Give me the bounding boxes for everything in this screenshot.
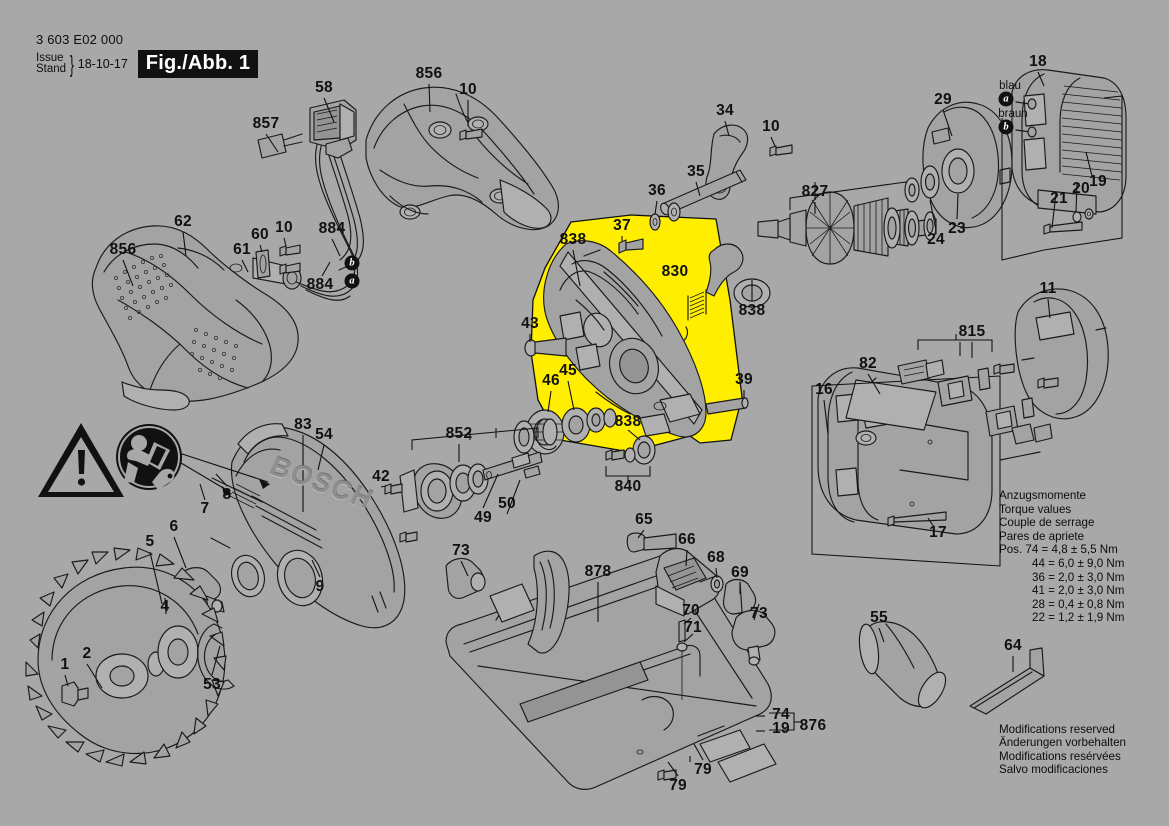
callout-73: 73 [750, 605, 768, 622]
callout-4: 4 [160, 598, 170, 615]
badge-b: b [998, 119, 1014, 135]
torque-row: 36 = 2,0 ± 3,0 Nm [1032, 570, 1125, 584]
torque-row: Pos. 74 = 4,8 ± 5,5 Nm [999, 543, 1118, 557]
callout-9: 9 [315, 578, 325, 595]
figure-label: Fig./Abb. 1 [137, 50, 259, 78]
callout-42: 42 [372, 468, 390, 485]
notice-de: Änderungen vorbehalten [999, 736, 1126, 750]
notice-es: Salvo modificaciones [999, 763, 1108, 777]
callout-838: 838 [614, 413, 642, 430]
issue-label: Issue [36, 51, 64, 64]
badge-b: b [344, 255, 360, 271]
callout-60: 60 [251, 226, 269, 243]
callout-7: 7 [200, 500, 210, 517]
callout-71: 71 [684, 619, 702, 636]
callout-34: 34 [716, 102, 734, 119]
callout-39: 39 [735, 371, 753, 388]
callout-45: 45 [559, 362, 577, 379]
callout-6: 6 [169, 518, 179, 535]
callout-19: 19 [1089, 173, 1107, 190]
callout-70: 70 [682, 602, 700, 619]
callout-8: 8 [222, 486, 232, 503]
callout-840: 840 [614, 478, 642, 495]
callout-53: 53 [203, 676, 221, 693]
callout-838: 838 [559, 231, 587, 248]
callout-74: 74 [772, 706, 790, 723]
callout-838: 838 [738, 302, 766, 319]
torque-row: 28 = 0,4 ± 0,8 Nm [1032, 597, 1125, 611]
callout-23: 23 [948, 220, 966, 237]
callout-17: 17 [929, 524, 947, 541]
torque-title-en: Torque values [999, 502, 1072, 516]
callout-852: 852 [445, 425, 473, 442]
callout-10: 10 [762, 118, 780, 135]
callout-65: 65 [635, 511, 653, 528]
callout-21: 21 [1050, 190, 1068, 207]
callout-54: 54 [315, 426, 333, 443]
callout-876: 876 [799, 717, 827, 734]
wire-label-brown: braun [998, 108, 1028, 120]
callout-10: 10 [459, 81, 477, 98]
badge-a: a [998, 91, 1014, 107]
callout-46: 46 [542, 372, 560, 389]
callout-73: 73 [452, 542, 470, 559]
callout-2: 2 [82, 645, 92, 662]
callout-16: 16 [815, 381, 833, 398]
torque-row: 41 = 2,0 ± 3,0 Nm [1032, 584, 1125, 598]
torque-title-fr: Couple de serrage [999, 516, 1095, 530]
callout-68: 68 [707, 549, 725, 566]
callout-884: 884 [318, 220, 346, 237]
issue-date: 18-10-17 [77, 57, 128, 71]
notice-en: Modifications reserved [999, 723, 1115, 736]
callout-43: 43 [521, 315, 539, 332]
part-number: 3 603 E02 000 [36, 32, 124, 47]
callout-69: 69 [731, 564, 749, 581]
callout-79: 79 [694, 761, 712, 778]
callout-64: 64 [1004, 637, 1022, 654]
callout-20: 20 [1072, 180, 1090, 197]
torque-row: 22 = 1,2 ± 1,9 Nm [1032, 611, 1125, 625]
wire-label-blue: blau [999, 80, 1021, 92]
torque-row: 44 = 6,0 ± 9,0 Nm [1032, 556, 1125, 570]
callout-10: 10 [275, 219, 293, 236]
callout-856: 856 [415, 65, 443, 82]
callout-815: 815 [958, 323, 986, 340]
title-block: 3 603 E02 000 Issue Stand } 18-10-17 Fig… [36, 32, 259, 78]
badge-a: a [344, 273, 360, 289]
callout-18: 18 [1029, 53, 1047, 70]
modifications-notice: Modifications reserved Änderungen vorbeh… [999, 723, 1126, 777]
callout-50: 50 [498, 495, 516, 512]
callout-37: 37 [613, 217, 631, 234]
brace-glyph: } [69, 51, 75, 77]
callout-35: 35 [687, 163, 705, 180]
callout-884: 884 [306, 276, 334, 293]
callout-24: 24 [927, 231, 945, 248]
callout-878: 878 [584, 563, 612, 580]
torque-values-table: Anzugsmomente Torque values Couple de se… [999, 489, 1124, 625]
callout-61: 61 [233, 241, 251, 258]
torque-title-es: Pares de apriete [999, 529, 1085, 543]
torque-title-de: Anzugsmomente [999, 489, 1086, 502]
callout-11: 11 [1039, 280, 1057, 297]
callout-5: 5 [145, 533, 155, 550]
callout-66: 66 [678, 531, 696, 548]
callout-857: 857 [252, 115, 280, 132]
callout-49: 49 [474, 509, 492, 526]
callout-58: 58 [315, 79, 333, 96]
callout-55: 55 [870, 609, 888, 626]
callout-827: 827 [801, 183, 829, 200]
callout-29: 29 [934, 91, 952, 108]
callout-82: 82 [859, 355, 877, 372]
notice-fr: Modifications resérvées [999, 749, 1121, 763]
callout-856: 856 [109, 241, 137, 258]
callout-36: 36 [648, 182, 666, 199]
callout-62: 62 [174, 213, 192, 230]
stand-label: Stand [36, 63, 67, 75]
callout-1: 1 [60, 656, 70, 673]
callout-83: 83 [294, 416, 312, 433]
callout-79: 79 [669, 777, 687, 794]
callout-19: 19 [772, 720, 790, 737]
callout-830: 830 [661, 263, 689, 280]
